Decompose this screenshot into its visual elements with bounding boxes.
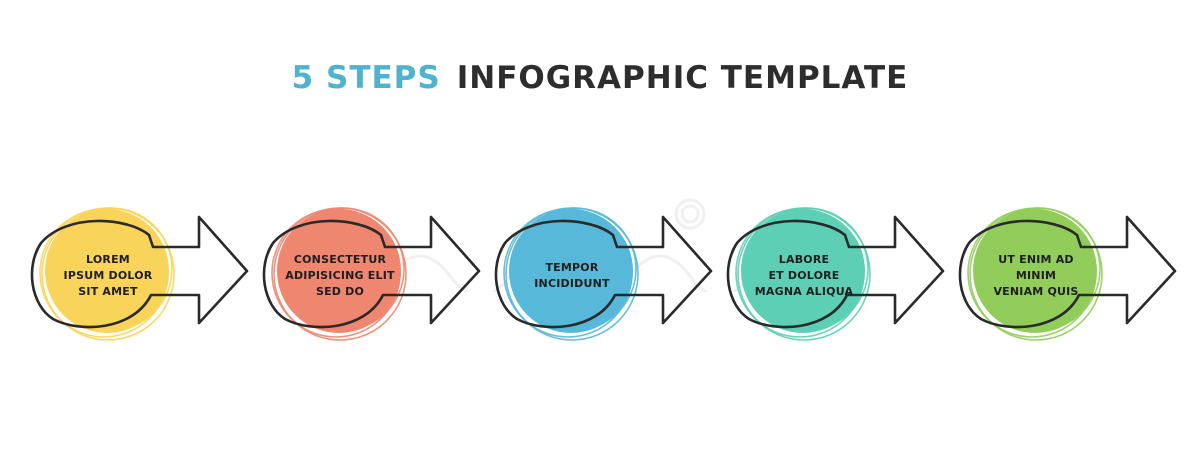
- step-4-arrow-outline: [726, 215, 945, 329]
- step-3-arrow-outline: [494, 215, 713, 329]
- step-4-label: LABORE ET DOLORE MAGNA ALIQUA: [754, 253, 854, 298]
- step-4-color-fill: [741, 209, 865, 333]
- step-5: UT ENIM AD MINIM VENIAM QUIS: [955, 205, 1200, 345]
- step-1-color-fill: [45, 209, 169, 333]
- step-5-graphic: [958, 207, 1177, 341]
- step-1-scribble: [39, 207, 175, 341]
- step-2-label: CONSECTETUR ADIPISICING ELIT SED DO: [285, 253, 395, 298]
- step-2: CONSECTETUR ADIPISICING ELIT SED DO: [259, 205, 509, 345]
- step-5-arrow-outline: [958, 215, 1177, 329]
- step-3-color-fill: [509, 209, 633, 333]
- step-3: TEMPOR INCIDIDUNT: [491, 205, 741, 345]
- step-5-label: UT ENIM AD MINIM VENIAM QUIS: [993, 253, 1079, 298]
- step-3-scribble: [503, 207, 639, 341]
- step-1-label: LOREM IPSUM DOLOR SIT AMET: [63, 253, 153, 298]
- step-1-graphic: [30, 207, 249, 341]
- step-5-scribble: [967, 207, 1103, 341]
- step-3-label: TEMPOR INCIDIDUNT: [534, 261, 610, 290]
- step-4: LABORE ET DOLORE MAGNA ALIQUA: [723, 205, 973, 345]
- step-4-graphic: [726, 207, 945, 341]
- title-main: INFOGRAPHIC TEMPLATE: [456, 60, 909, 96]
- step-5-color-fill: [973, 209, 1097, 333]
- step-2-arrow-outline: [262, 215, 481, 329]
- step-4-scribble: [735, 207, 871, 341]
- infographic-title: 5 STEPS INFOGRAPHIC TEMPLATE: [0, 60, 1200, 96]
- title-accent: 5 STEPS: [291, 60, 441, 96]
- step-1: LOREM IPSUM DOLOR SIT AMET: [27, 205, 277, 345]
- step-2-color-fill: [277, 209, 401, 333]
- step-2-graphic: [262, 207, 481, 341]
- step-3-graphic: [494, 207, 713, 341]
- step-1-arrow-outline: [30, 215, 249, 329]
- step-2-scribble: [271, 207, 407, 341]
